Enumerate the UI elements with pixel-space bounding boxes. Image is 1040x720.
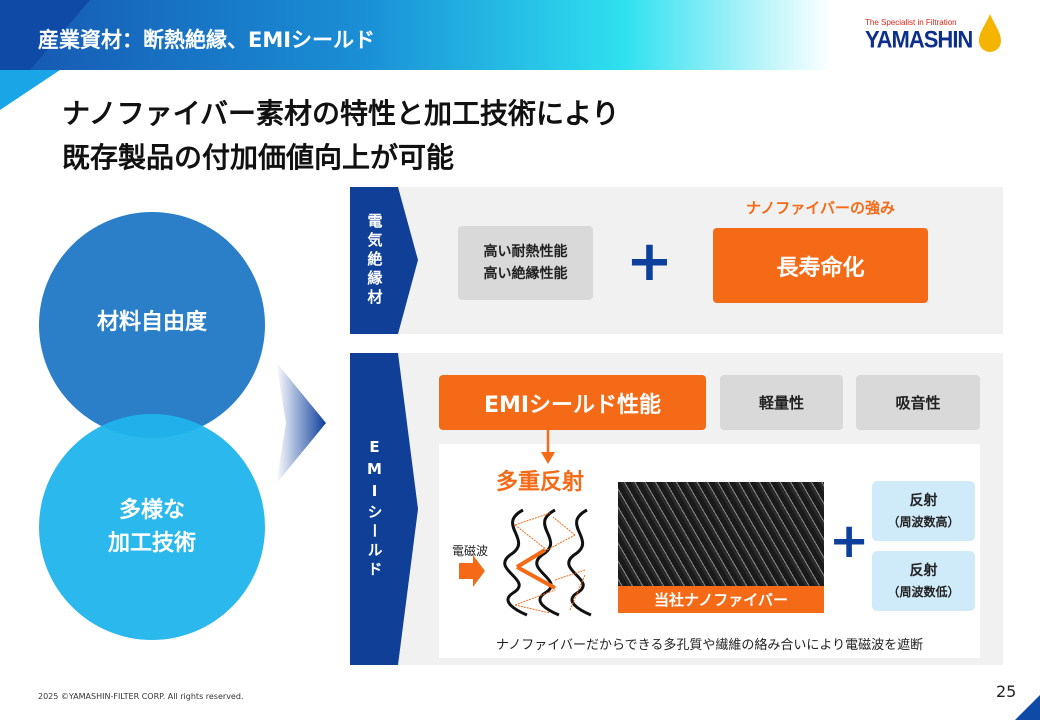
reflection-high-box: 反射 （周波数高） <box>872 481 975 541</box>
strength-box: 長寿命化 <box>713 228 928 303</box>
emi-tab: EMIシールド <box>365 438 384 580</box>
corner-decoration <box>1015 695 1040 720</box>
circle-label: 多様な <box>118 498 185 523</box>
header-band <box>0 0 1040 70</box>
headline-line2: 既存製品の付加価値向上が可能 <box>62 141 455 174</box>
circle-material-freedom: 材料自由度 <box>39 212 265 438</box>
logo-drop-icon <box>979 14 1001 52</box>
chevron-right-icon <box>276 362 326 484</box>
circle-label: 材料自由度 <box>96 309 207 335</box>
nanofiber-photo-label: 当社ナノファイバー <box>618 586 824 613</box>
strength-label: ナノファイバーの強み <box>746 199 895 217</box>
nanofiber-photo <box>618 482 824 586</box>
headline-line1: ナノファイバー素材の特性と加工技術により <box>62 97 620 130</box>
reflection-sub: （周波数低） <box>887 584 960 599</box>
reflection-low-box: 反射 （周波数低） <box>872 551 975 611</box>
multi-reflection-label: 多重反射 <box>495 470 584 495</box>
reflection-title: 反射 <box>909 493 938 510</box>
page-number: 25 <box>996 682 1017 701</box>
arrow-down-icon <box>541 430 555 464</box>
reflection-sub: （周波数高） <box>887 514 960 529</box>
property-line: 高い絶縁性能 <box>483 266 568 282</box>
property-line: 高い耐熱性能 <box>483 243 568 260</box>
insulation-tab: 電気絶縁材 <box>365 213 384 308</box>
lightweight-box: 軽量性 <box>720 375 843 430</box>
insulation-tab-bg <box>350 187 418 334</box>
multi-reflection-diagram <box>459 508 592 617</box>
logo-name: YAMASHIN <box>865 25 973 54</box>
reflection-title: 反射 <box>909 563 938 580</box>
plus-icon: + <box>626 229 673 294</box>
wave-label: 電磁波 <box>452 544 489 558</box>
emi-tab-bg <box>350 353 418 665</box>
logo-tagline: The Specialist in Filtration <box>865 18 957 27</box>
plus-icon: + <box>829 513 870 569</box>
emi-caption: ナノファイバーだからできる多孔質や繊維の絡み合いにより電磁波を遮断 <box>495 638 924 653</box>
circle-processing: 多様な加工技術 <box>39 414 265 640</box>
logo: The Specialist in Filtration YAMASHIN <box>865 14 1005 58</box>
insulation-properties: 高い耐熱性能高い絶縁性能 <box>458 226 593 300</box>
circle-label: 加工技術 <box>107 531 196 556</box>
header-decoration-stripe <box>0 70 60 110</box>
header-title: 産業資材：断熱絶縁、EMIシールド <box>38 28 376 52</box>
emi-performance-box: EMIシールド性能 <box>439 375 706 430</box>
copyright: 2025 ©YAMASHIN-FILTER CORP. All rights r… <box>38 692 244 701</box>
sound-absorption-box: 吸音性 <box>856 375 980 430</box>
wave-arrow-icon <box>459 555 485 587</box>
